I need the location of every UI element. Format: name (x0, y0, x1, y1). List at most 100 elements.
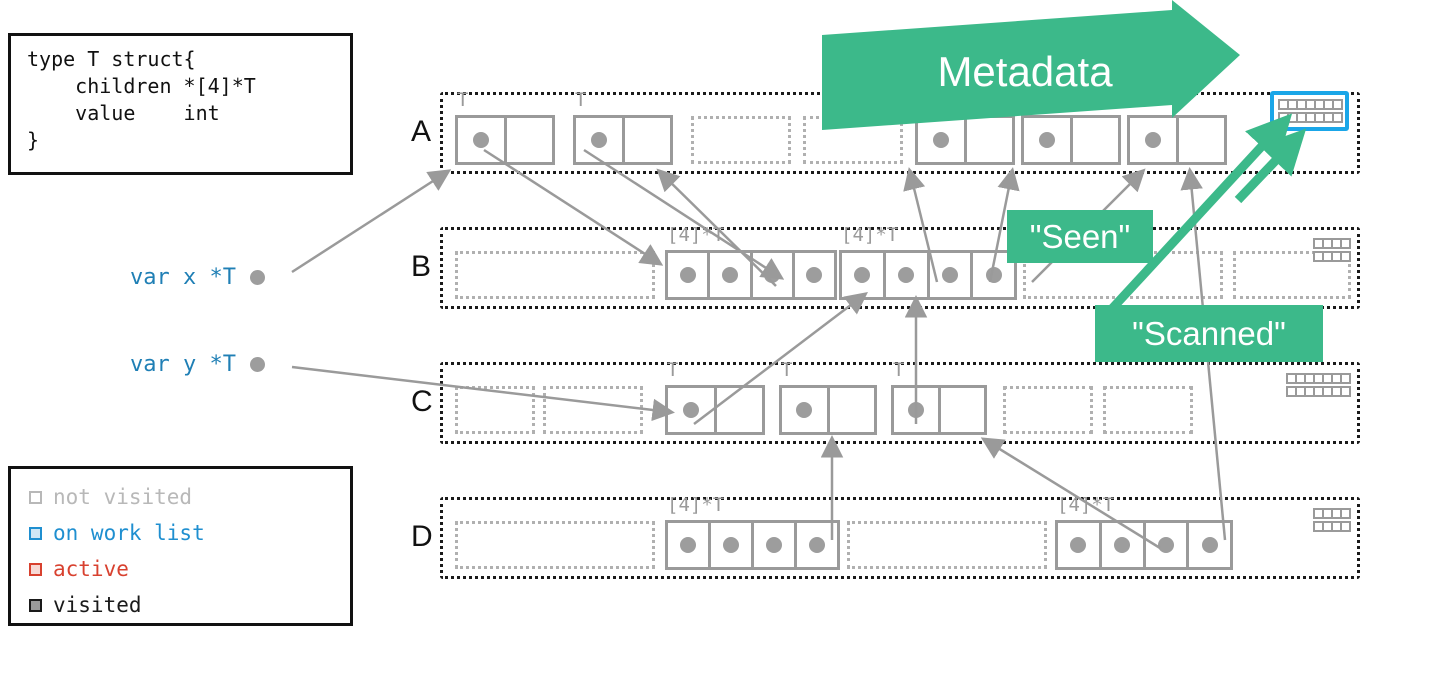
metadata-grid (1270, 91, 1349, 131)
heap-object-slot (665, 250, 711, 300)
row-label-b: B (411, 250, 432, 283)
legend-swatch-icon (29, 562, 42, 576)
heap-object-slot (1055, 520, 1102, 570)
metadata-grid (1286, 373, 1351, 397)
pointer-dot (1070, 537, 1087, 553)
metadata-grid (1313, 508, 1351, 532)
legend-item-not-visited: not visited (29, 479, 350, 515)
variable-y-pointer-dot (249, 357, 265, 372)
pointer-dot (721, 267, 738, 283)
metadata-grid-row (1278, 112, 1343, 123)
legend-swatch-icon (29, 598, 42, 612)
heap-empty-slot (691, 116, 791, 164)
heap-object-slot (963, 115, 1015, 165)
pointer-dot (985, 267, 1002, 283)
metadata-grid-cell (1340, 373, 1351, 384)
metadata-grid-cell (1340, 508, 1351, 519)
heap-object-type-label: [4]*T (667, 224, 725, 246)
heap-object-slot (707, 250, 753, 300)
row-label-a: A (411, 115, 432, 148)
heap-object-slot (791, 250, 837, 300)
heap-array-object: [4]*T (839, 224, 1017, 300)
heap-object-slot (794, 520, 840, 570)
heap-object-slot (749, 250, 795, 300)
metadata-grid-row (1313, 251, 1351, 262)
metadata-grid-row (1286, 386, 1351, 397)
heap-empty-slot (455, 251, 655, 299)
legend-label: visited (53, 592, 142, 617)
pointer-dot (1038, 132, 1055, 148)
heap-array-object: [4]*T (1055, 494, 1233, 570)
heap-object-slot (1098, 520, 1146, 570)
metadata-grid-cell (1332, 112, 1343, 123)
metadata-grid-cell (1340, 386, 1351, 397)
seen-callout: "Seen" (1007, 210, 1153, 263)
metadata-grid-row (1278, 99, 1343, 110)
heap-empty-slot (847, 521, 1047, 569)
heap-object-type-label: T (781, 359, 793, 381)
heap-object-type-label: T (667, 359, 679, 381)
pointer-dot (809, 537, 825, 553)
pointer-dot (806, 267, 823, 283)
heap-object-slot (665, 385, 717, 435)
legend-item-visited: visited (29, 587, 350, 623)
pointer-dot (682, 402, 699, 418)
heap-object-slot (926, 250, 974, 300)
heap-empty-slot (1103, 386, 1193, 434)
heap-object-slot (621, 115, 673, 165)
legend-swatch-icon (29, 526, 42, 540)
legend-label: not visited (53, 484, 193, 509)
heap-object-type-label: [4]*T (1057, 494, 1115, 516)
pointer-dot (941, 267, 958, 283)
heap-empty-slot (543, 386, 643, 434)
heap-object-slot (1127, 115, 1179, 165)
heap-row-d: [4]*T [4]*T (440, 494, 1360, 579)
legend-swatch-icon (29, 490, 42, 504)
pointer-dot (764, 267, 781, 283)
metadata-grid-cell (1340, 251, 1351, 262)
legend-label: on work list (53, 520, 205, 545)
heap-object-slot (708, 520, 754, 570)
heap-object-slot (1142, 520, 1190, 570)
metadata-label-text: Metadata (937, 48, 1113, 95)
metadata-grid-cell (1340, 521, 1351, 532)
heap-object-type-label: [4]*T (841, 224, 899, 246)
pointer-dot (472, 132, 489, 148)
heap-t-object: T (573, 89, 673, 165)
metadata-callout-label: Metadata (905, 48, 1145, 96)
heap-object-type-label: T (457, 89, 469, 111)
heap-t-object: T (779, 359, 877, 435)
metadata-grid-cell (1340, 238, 1351, 249)
pointer-dot (680, 537, 696, 553)
heap-array-object: [4]*T (665, 494, 840, 570)
variable-y-label: var y *T (130, 352, 236, 377)
heap-object-slot (455, 115, 507, 165)
heap-object-slot (1069, 115, 1121, 165)
row-label-c: C (411, 385, 433, 418)
heap-object-slot (751, 520, 797, 570)
pointer-dot (1157, 537, 1174, 553)
pointer-dot (907, 402, 924, 418)
row-label-d: D (411, 520, 433, 553)
heap-object-slot (779, 385, 830, 435)
heap-object-slot (713, 385, 765, 435)
heap-object-slot (937, 385, 987, 435)
legend-label: active (53, 556, 129, 581)
heap-empty-slot (803, 116, 903, 164)
heap-object-slot (1175, 115, 1227, 165)
heap-t-object: T (455, 89, 555, 165)
heap-row-b: [4]*T [4]*T (440, 224, 1360, 309)
scanned-label-text: "Scanned" (1132, 314, 1286, 352)
legend-item-on-work-list: on work list (29, 515, 350, 551)
pointer-dot (796, 402, 813, 418)
struct-definition-box: type T struct{ children *[4]*T value int… (8, 33, 353, 175)
variable-y: var y *T (130, 352, 265, 377)
variable-x-pointer-dot (249, 270, 265, 285)
pointer-dot (723, 537, 739, 553)
pointer-dot (1144, 132, 1161, 148)
heap-empty-slot (1003, 386, 1093, 434)
heap-object-slot (503, 115, 555, 165)
pointer-dot (590, 132, 607, 148)
